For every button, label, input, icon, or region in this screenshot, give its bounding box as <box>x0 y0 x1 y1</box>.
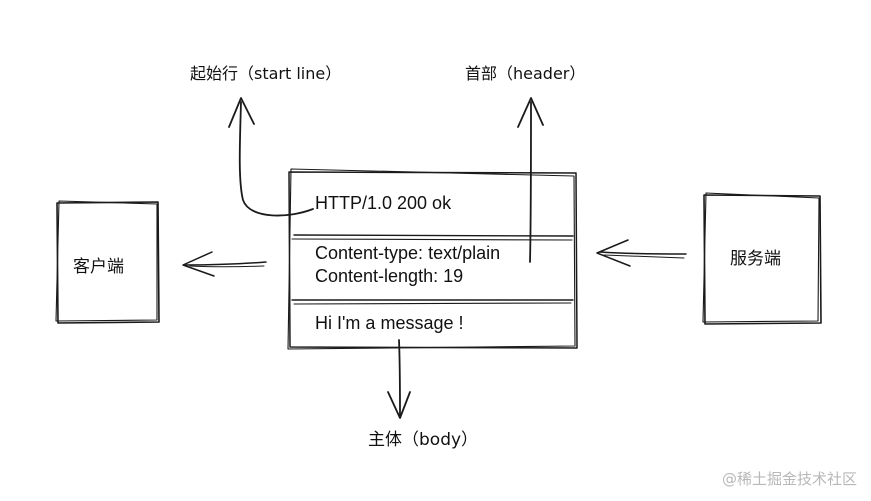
message-box <box>287 168 578 350</box>
server-box <box>702 192 822 325</box>
server-label: 服务端 <box>730 249 781 269</box>
start-line-label: 起始行（start line） <box>190 64 342 83</box>
arrow-start-line <box>228 97 314 217</box>
header-label: 首部（header） <box>465 64 586 83</box>
message-header-line: Content-type: text/plain <box>315 243 501 263</box>
arrow-header <box>517 97 544 263</box>
start-line-separator <box>291 234 574 241</box>
watermark: @稀土掘金技术社区 <box>721 470 857 488</box>
client-label: 客户端 <box>73 257 124 277</box>
message-header-line: Content-length: 19 <box>315 266 464 286</box>
arrow-body <box>387 339 411 419</box>
header-separator <box>291 299 574 305</box>
body-label: 主体（body） <box>368 430 479 450</box>
client-box <box>55 200 160 324</box>
message-body: Hi I'm a message ! <box>315 313 464 333</box>
arrow-from-server <box>596 239 687 267</box>
message-start-line: HTTP/1.0 200 ok <box>315 193 452 213</box>
arrow-to-client <box>182 251 267 277</box>
